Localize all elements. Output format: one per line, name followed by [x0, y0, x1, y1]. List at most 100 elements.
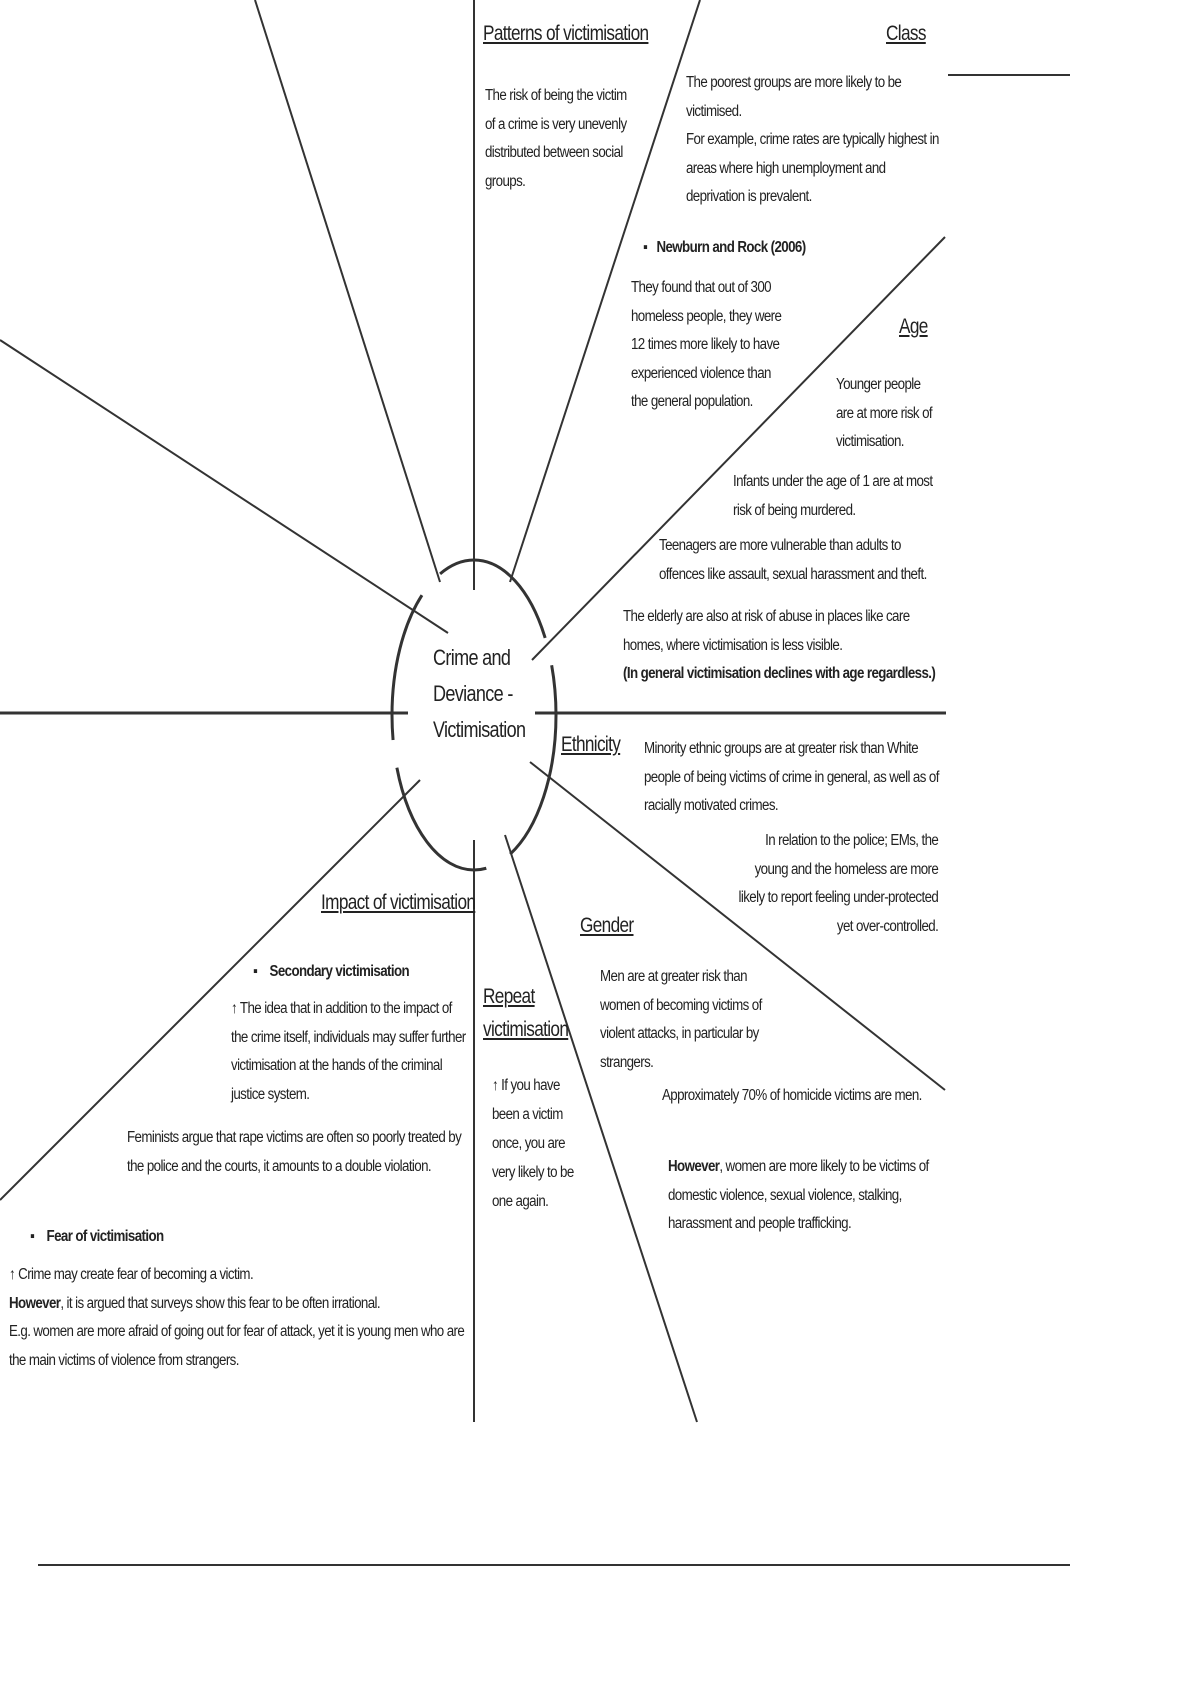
- text-line: Younger people: [836, 376, 921, 393]
- text-line: ↑ Crime may create fear of becoming a vi…: [9, 1266, 254, 1283]
- text-line: ↑ If you have: [492, 1077, 560, 1094]
- class-heading: Class: [886, 22, 926, 45]
- text-line: For example, crime rates are typically h…: [686, 131, 939, 148]
- class-text: The poorest groups are more likely to be…: [686, 69, 939, 212]
- text-line: the general population.: [631, 393, 753, 410]
- ethnicity-heading: Ethnicity: [561, 733, 621, 756]
- age-intro: Younger people are at more risk of victimi…: [836, 371, 933, 457]
- text-line: Men are at greater risk than: [600, 968, 748, 985]
- text-line: harassment and people trafficking.: [668, 1215, 852, 1232]
- branch-line: [504, 834, 698, 1423]
- text-line: In relation to the police; EMs, the: [764, 832, 939, 849]
- text-line: once, you are: [492, 1135, 566, 1152]
- heading-line: Repeat: [483, 985, 535, 1008]
- text-line: distributed between social: [485, 144, 623, 161]
- center-line: Victimisation: [433, 717, 526, 742]
- text-line: the crime itself, individuals may suffer…: [231, 1028, 466, 1046]
- text-line: Minority ethnic groups are at greater ri…: [644, 740, 919, 757]
- secondary-text: ↑ The idea that in addition to the impac…: [231, 995, 466, 1109]
- branch-line: [254, 0, 441, 583]
- text-line: domestic violence, sexual violence, stal…: [668, 1186, 902, 1204]
- text-line: homes, where victimisation is less visib…: [623, 636, 843, 654]
- text-line: experienced violence than: [631, 364, 771, 382]
- gender-text: Men are at greater risk than women of bec…: [600, 963, 762, 1077]
- age-elderly: The elderly are also at risk of abuse in…: [623, 603, 936, 689]
- text-line: Infants under the age of 1 are at most: [733, 473, 933, 490]
- ethnicity-police: In relation to the police; EMs, the young…: [738, 827, 938, 941]
- feminists-text: Feminists argue that rape victims are of…: [127, 1124, 462, 1181]
- bold-word: However: [668, 1158, 720, 1175]
- branch-line: [531, 236, 946, 661]
- text-line: groups.: [485, 172, 526, 190]
- text-line: women of becoming victims of: [600, 996, 762, 1014]
- text-line: been a victim: [492, 1106, 563, 1123]
- repeat-heading: Repeat victimisation: [483, 980, 569, 1046]
- text-span: , women are more likely to be victims of: [719, 1158, 929, 1175]
- text-line: deprivation is prevalent.: [686, 188, 812, 205]
- text-line: Teenagers are more vulnerable than adult…: [659, 537, 901, 554]
- text-line: victimisation at the hands of the crimin…: [231, 1057, 443, 1074]
- gender-heading: Gender: [580, 914, 634, 937]
- patterns-heading: Patterns of victimisation: [483, 22, 649, 45]
- text-line: However, women are more likely to be vic…: [668, 1153, 929, 1182]
- text-line: one again.: [492, 1193, 549, 1210]
- text-line: 12 times more likely to have: [631, 336, 780, 353]
- text-line: areas where high unemployment and: [686, 159, 886, 177]
- text-line: ↑ The idea that in addition to the impac…: [231, 1000, 452, 1017]
- center-line: Crime and: [433, 645, 511, 670]
- text-line: are at more risk of: [836, 404, 933, 422]
- fear-name: Fear of victimisation: [46, 1228, 165, 1245]
- center-line: Deviance -: [433, 681, 513, 706]
- text-line: people of being victims of crime in gene…: [644, 768, 939, 786]
- text-line: Feminists argue that rape victims are of…: [127, 1129, 462, 1146]
- gender-however: However, women are more likely to be vic…: [668, 1153, 929, 1239]
- fear-title: ▪ Fear of victimisation: [30, 1223, 164, 1252]
- study-text: They found that out of 300 homeless peopl…: [631, 274, 782, 417]
- central-topic: Crime and Deviance - Victimisation: [433, 640, 526, 748]
- text-line: victimised.: [686, 102, 742, 120]
- text-line: The elderly are also at risk of abuse in…: [623, 608, 910, 625]
- text-line: They found that out of 300: [631, 279, 772, 296]
- age-teen: Teenagers are more vulnerable than adult…: [659, 532, 927, 589]
- text-line: very likely to be: [492, 1164, 574, 1181]
- text-line: justice system.: [231, 1085, 310, 1103]
- study-name: Newburn and Rock (2006): [656, 239, 806, 256]
- text-line: The risk of being the victim: [485, 87, 627, 104]
- branch-line: [509, 0, 701, 583]
- text-line: young and the homeless are more: [754, 860, 938, 878]
- text-line: likely to report feeling under-protected: [738, 889, 938, 906]
- age-conclusion: (In general victimisation declines with …: [623, 665, 936, 682]
- text-line: yet over-controlled.: [836, 917, 939, 935]
- text-line: However, it is argued that surveys show …: [9, 1290, 464, 1319]
- bullet: ▪: [30, 1228, 35, 1245]
- text-line: victimisation.: [836, 433, 904, 450]
- text-line: the police and the courts, it amounts to…: [127, 1157, 432, 1175]
- secondary-title: ▪ Secondary victimisation: [253, 958, 410, 987]
- text-line: offences like assault, sexual harassment…: [659, 565, 927, 583]
- age-heading: Age: [899, 315, 928, 338]
- heading-line: victimisation: [483, 1018, 569, 1041]
- text-line: E.g. women are more afraid of going out …: [9, 1323, 465, 1340]
- bold-word: However: [9, 1294, 61, 1312]
- text-line: of a crime is very unevenly: [485, 115, 627, 133]
- text-line: the main victims of violence from strang…: [9, 1351, 239, 1369]
- impact-heading: Impact of victimisation: [321, 891, 476, 914]
- bullet: ▪: [253, 963, 258, 980]
- fear-text: ↑ Crime may create fear of becoming a vi…: [9, 1261, 465, 1375]
- age-infants: Infants under the age of 1 are at most ri…: [733, 468, 933, 525]
- text-line: racially motivated crimes.: [644, 797, 779, 814]
- bullet: ▪: [643, 239, 648, 256]
- text-line: homeless people, they were: [631, 307, 782, 325]
- center-ellipse: [390, 558, 558, 872]
- text-span: , it is argued that surveys show this fe…: [60, 1294, 380, 1312]
- repeat-text: ↑ If you have been a victim once, you are v…: [492, 1071, 574, 1216]
- gender-homicide: Approximately 70% of homicide victims ar…: [662, 1087, 922, 1104]
- secondary-name: Secondary victimisation: [269, 963, 410, 980]
- branch-line: [529, 761, 946, 1091]
- text-line: risk of being murdered.: [733, 501, 856, 519]
- text-line: strangers.: [600, 1053, 654, 1071]
- text-line: The poorest groups are more likely to be: [686, 74, 902, 91]
- ethnicity-text: Minority ethnic groups are at greater ri…: [644, 735, 939, 821]
